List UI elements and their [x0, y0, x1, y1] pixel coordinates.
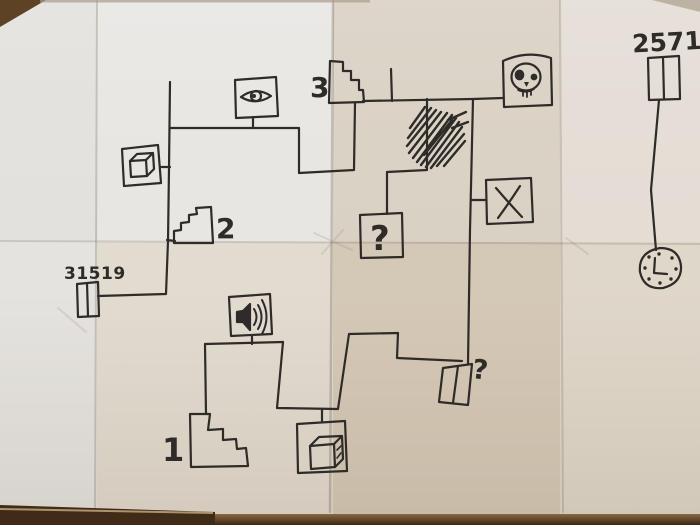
skull-jaw — [517, 88, 535, 93]
line-to-stairs-1 — [203, 342, 208, 416]
skull-nose — [524, 82, 529, 87]
sound-waves — [253, 299, 268, 335]
wrinkle-marks — [57, 229, 589, 333]
cube-top-side — [128, 151, 156, 178]
door-2571: 2571 — [631, 26, 700, 102]
stairs-3: 3 — [310, 59, 366, 105]
stairs-icon — [188, 412, 250, 469]
line-to-mystery-door — [275, 331, 464, 411]
door-31519: 31519 — [64, 264, 126, 319]
cube-top-side — [308, 434, 345, 469]
x-icon — [494, 184, 524, 220]
connection-lines — [96, 67, 661, 423]
paper-top-edge — [40, 0, 370, 3]
vertical-crease — [328, 0, 335, 514]
door-divider — [85, 281, 90, 318]
vertical-crease — [94, 0, 98, 513]
skull-icon — [510, 62, 542, 98]
speaker-body — [235, 302, 252, 332]
cube-box-lower — [295, 419, 349, 475]
question-mark: ? — [370, 219, 390, 259]
stairs-icon — [172, 205, 215, 245]
icon-frame — [120, 143, 163, 188]
cube-box-upper — [120, 143, 163, 188]
cube-icon — [128, 151, 156, 179]
eye-iris — [249, 89, 263, 103]
door-unknown: ? — [437, 354, 490, 407]
line-door-2571-to-clock — [649, 98, 661, 252]
skull-eye-right — [530, 73, 538, 81]
cube-shading — [336, 445, 342, 459]
skull-eye-left — [514, 69, 525, 81]
skull-box — [501, 53, 554, 109]
skull-teeth — [522, 89, 532, 98]
icon-frame — [358, 211, 405, 260]
line-to-question-box — [385, 97, 429, 216]
horizontal-crease — [0, 240, 700, 245]
eye-pupil — [252, 94, 256, 98]
stairs-3-label: 3 — [310, 71, 329, 104]
table-bottom-edge — [0, 514, 700, 525]
scribble-hatching — [405, 105, 470, 170]
door-31519-code: 31519 — [64, 264, 126, 284]
table-corner-top-right — [652, 0, 700, 12]
icon-frame — [484, 176, 535, 226]
icon-frame — [295, 419, 349, 475]
icon-frame — [227, 292, 274, 338]
stairs-2: 2 — [172, 205, 235, 245]
stairs-1: 1 — [162, 412, 250, 469]
stairs-1-label: 1 — [162, 431, 184, 469]
door-icon — [437, 362, 474, 407]
clock-hands — [652, 256, 669, 276]
stairs-icon — [327, 59, 366, 105]
door-divider — [661, 55, 666, 101]
line-tick-mark — [389, 67, 394, 103]
cube-icon — [308, 434, 345, 471]
line-speaker-bar — [203, 340, 285, 346]
door-2571-code: 2571 — [631, 26, 700, 59]
table-corner-top-left — [0, 0, 46, 27]
x-box — [484, 176, 535, 226]
eye-outline — [239, 90, 273, 103]
clock-icon — [638, 246, 683, 290]
question-box: ? — [358, 211, 405, 260]
eye-box — [233, 75, 280, 120]
door-icon — [75, 280, 101, 319]
clock-ticks — [643, 252, 678, 285]
fold-creases — [0, 0, 700, 514]
door-icon — [646, 54, 682, 102]
speaker-box — [227, 292, 274, 338]
vertical-crease — [559, 0, 564, 513]
line-long-vertical — [466, 97, 475, 366]
line-eye-row — [168, 101, 357, 175]
skull-head — [510, 62, 542, 92]
door-divider — [451, 364, 460, 405]
door-question-label: ? — [470, 354, 489, 387]
eye-icon — [239, 89, 273, 103]
scribble — [405, 105, 470, 170]
stairs-2-label: 2 — [216, 212, 235, 245]
paper-bottom-edge-highlight — [0, 508, 214, 514]
speaker-icon — [235, 299, 268, 335]
icon-frame — [233, 75, 280, 120]
icon-frame — [501, 53, 554, 109]
clock — [638, 246, 683, 290]
